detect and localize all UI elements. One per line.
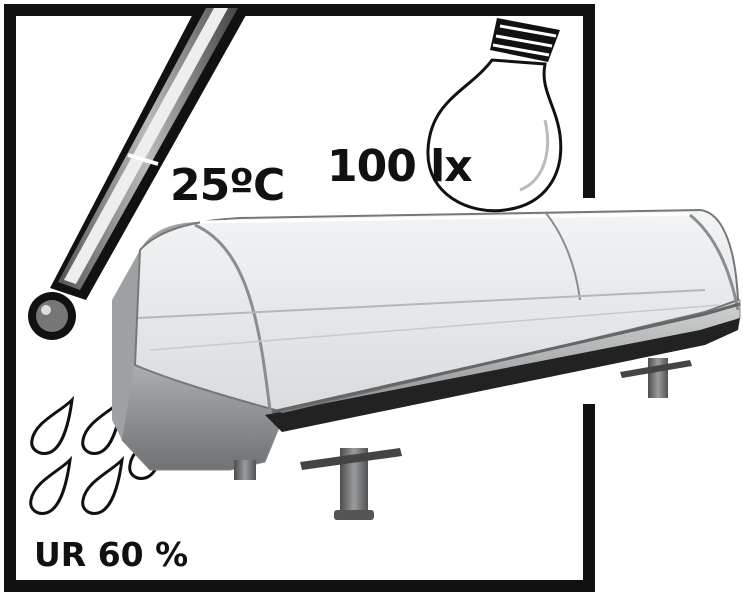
case-leg (648, 358, 668, 398)
water-drop-icon (30, 395, 75, 455)
humidity-label: UR 60 % (34, 535, 189, 574)
water-drop-icon (81, 455, 125, 515)
water-drop-icon (29, 455, 73, 515)
thermometer-icon (28, 8, 250, 340)
refrigerated-display-case (112, 208, 741, 520)
temperature-label: 25ºC (170, 160, 285, 211)
case-leg (234, 460, 256, 480)
frame (4, 4, 595, 592)
illuminance-label: 100 lx (327, 141, 473, 192)
light-bulb-icon (426, 18, 563, 213)
